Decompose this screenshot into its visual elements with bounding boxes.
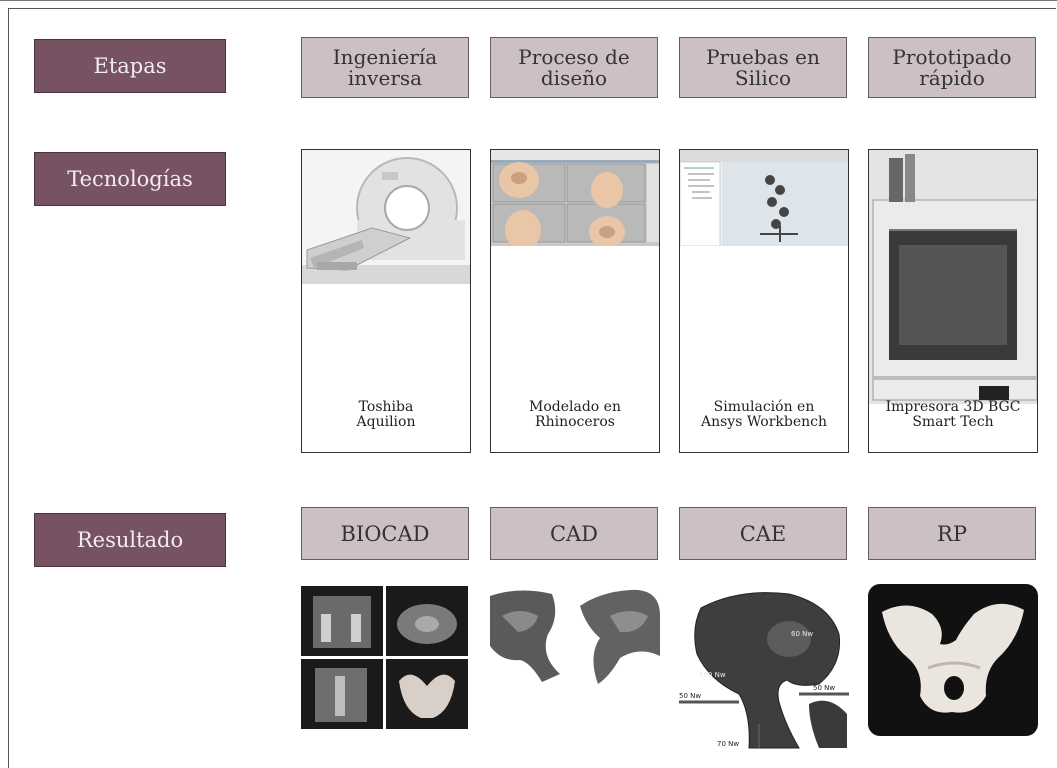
tech-line2: Rhinoceros	[535, 414, 615, 430]
stage-line2: diseño	[540, 65, 608, 90]
3d-printer-image	[869, 150, 1037, 404]
result-cae: CAE	[679, 507, 847, 560]
tech-caption: Modelado en Rhinoceros	[491, 400, 659, 430]
biocad-ct-panels-image	[301, 586, 468, 729]
row-label-tecnologias: Tecnologías	[34, 152, 226, 206]
tech-line2: Ansys Workbench	[700, 414, 828, 430]
result-biocad: BIOCAD	[301, 507, 469, 560]
diagram-frame	[8, 8, 1056, 768]
stage-line1: Proceso de	[518, 44, 630, 69]
tech-caption: Impresora 3D BGC Smart Tech	[869, 400, 1037, 430]
row-label-resultado: Resultado	[34, 513, 226, 567]
stage-line1: Prototipado	[892, 44, 1012, 69]
tech-line1: Simulación en	[713, 399, 815, 415]
tech-line1: Impresora 3D BGC	[885, 399, 1021, 415]
tech-line2: Aquilion	[356, 414, 416, 430]
ansys-simulation-screenshot	[680, 150, 848, 246]
tech-card-toshiba: Toshiba Aquilion	[301, 149, 471, 453]
tech-card-ansys: Simulación en Ansys Workbench	[679, 149, 849, 453]
top-rule	[0, 0, 1057, 1]
tech-line1: Modelado en	[529, 399, 621, 415]
tech-card-rhinoceros: Modelado en Rhinoceros	[490, 149, 660, 453]
tech-caption: Simulación en Ansys Workbench	[680, 400, 848, 430]
stage-line2: inversa	[347, 65, 423, 90]
cae-label-50-left: 50 Nw	[679, 692, 701, 700]
cae-label-60: 60 Nw	[791, 630, 813, 638]
tech-line2: Smart Tech	[912, 414, 994, 430]
stage-line1: Pruebas en	[706, 44, 820, 69]
cae-mesh-analysis-image: 60 Nw 100 Nw 50 Nw 50 Nw 70 Nw	[679, 584, 849, 752]
tech-caption: Toshiba Aquilion	[302, 400, 470, 430]
ct-scanner-image	[302, 150, 470, 284]
cad-pelvis-model-image	[490, 586, 660, 686]
row-label-etapas: Etapas	[34, 39, 226, 93]
tech-line1: Toshiba	[358, 399, 414, 415]
result-rp: RP	[868, 507, 1036, 560]
stage-line2: Silico	[734, 65, 792, 90]
cae-label-70: 70 Nw	[717, 740, 739, 748]
cae-label-100: 100 Nw	[699, 671, 726, 679]
stage-line2: rápido	[919, 65, 985, 90]
stage-line1: Ingeniería	[332, 44, 438, 69]
rp-printed-pelvis-image	[868, 584, 1038, 736]
tech-card-bgc-printer: Impresora 3D BGC Smart Tech	[868, 149, 1038, 453]
cae-label-50-right: 50 Nw	[813, 684, 835, 692]
result-cad: CAD	[490, 507, 658, 560]
rhino-modeling-screenshot	[491, 150, 659, 246]
